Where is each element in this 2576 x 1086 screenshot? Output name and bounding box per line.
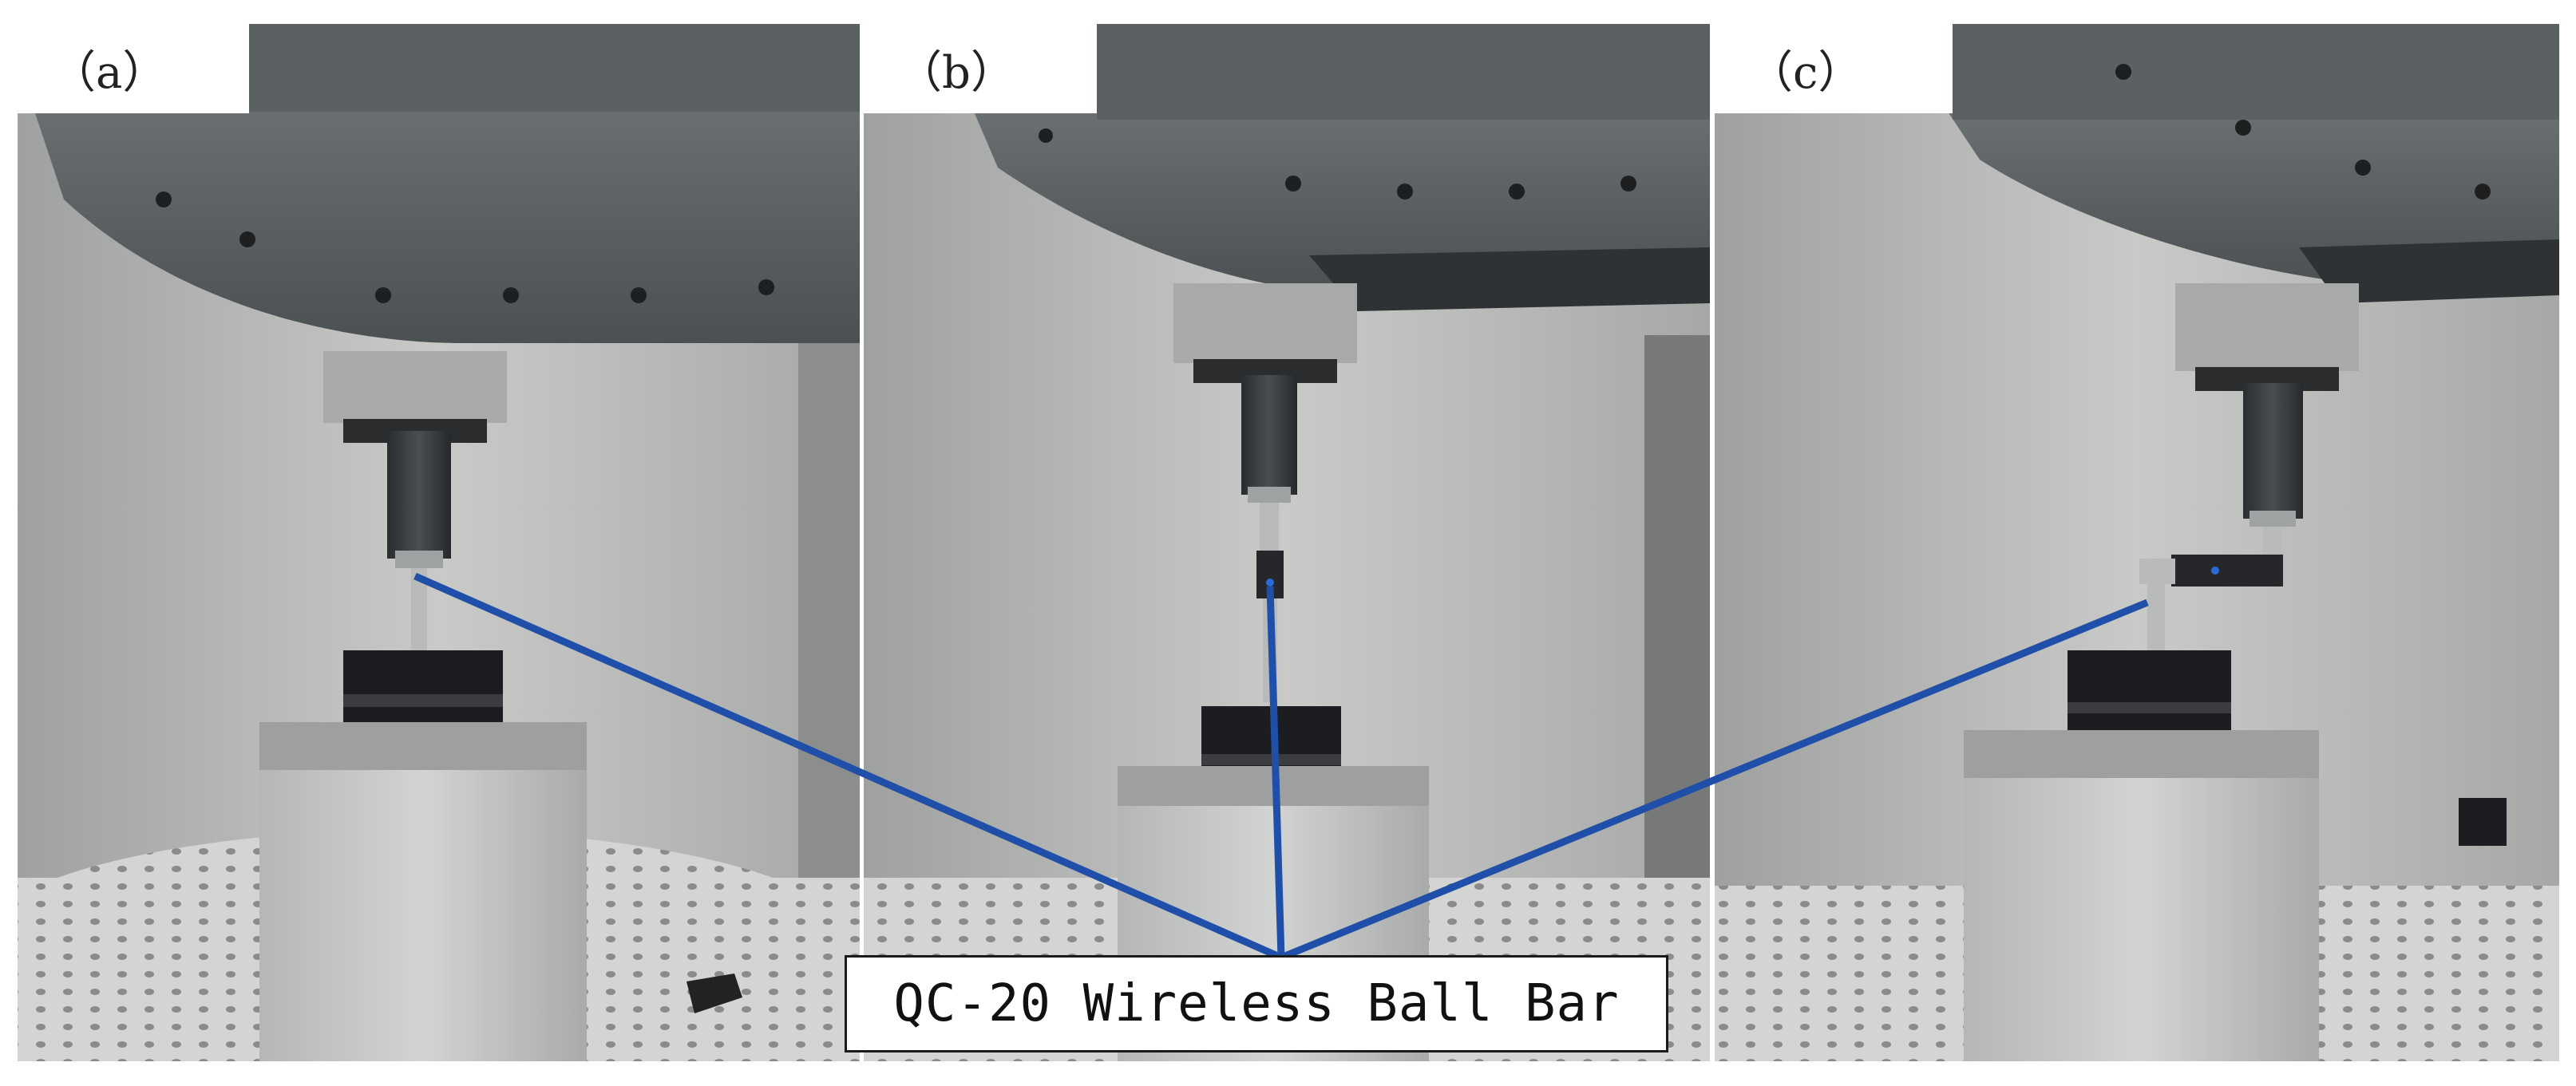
panel-a-photo	[18, 24, 860, 1061]
callout-line-a	[414, 572, 1283, 962]
ball-bar-callout-label: QC-20 Wireless Ball Bar	[845, 955, 1668, 1052]
panel-label-b: （b）	[864, 24, 1097, 113]
panel-b-photo	[864, 24, 1710, 1061]
panel-label-c: （c）	[1715, 24, 1953, 113]
callout-line-b	[1266, 586, 1285, 958]
callout-lines	[414, 572, 2149, 962]
panel-label-a: （a）	[18, 24, 249, 113]
callout-line-c	[1280, 598, 2149, 962]
panel-c-photo	[1715, 24, 2559, 1061]
